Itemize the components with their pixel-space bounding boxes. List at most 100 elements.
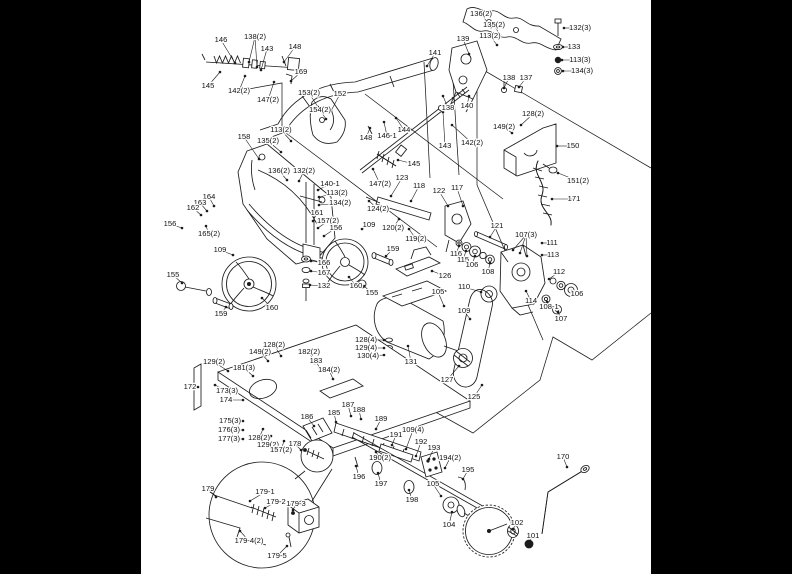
leader-dot: [248, 499, 252, 503]
plate-193: [420, 451, 443, 478]
leader-dot: [461, 204, 465, 208]
rod-121: [474, 231, 508, 250]
leader-line: [347, 404, 352, 417]
leader-line: [518, 77, 527, 88]
leader-dot: [269, 434, 273, 438]
leader-dot: [282, 60, 286, 64]
part-label: 111: [546, 238, 558, 247]
part-label: 125: [468, 392, 481, 401]
leader-dot: [407, 488, 411, 492]
part-label: 161: [311, 208, 324, 217]
part-label: 132: [318, 281, 331, 290]
part-label: 148: [360, 133, 373, 142]
leader-line: [367, 354, 385, 357]
part-label: 102: [511, 518, 524, 527]
pulley-127: [453, 348, 473, 368]
leader-dot: [309, 269, 313, 273]
leader-dot: [468, 317, 472, 321]
part-label: 129(2): [257, 440, 279, 449]
leader-dot: [289, 139, 293, 143]
leader-dot: [331, 377, 335, 381]
part-label: 113(2): [479, 31, 501, 40]
part-label: 142(2): [228, 86, 250, 95]
leader-line: [557, 172, 579, 182]
bracket-139: [448, 40, 488, 113]
leader-dot: [226, 369, 230, 373]
leader-dot: [317, 195, 321, 199]
leader-dot: [518, 251, 522, 255]
leader-dot: [441, 110, 445, 114]
nut-101: [524, 539, 534, 549]
part-label: 186: [301, 412, 314, 421]
part-label: 129(2): [203, 357, 225, 366]
guard-rod-170: [541, 464, 590, 535]
part-label: 120(2): [382, 223, 404, 232]
leader-line: [446, 365, 460, 381]
leader-line: [466, 95, 470, 107]
part-label: 107: [555, 314, 568, 323]
leader-dot: [525, 254, 529, 258]
part-label: 143: [261, 44, 274, 53]
leader-dot: [354, 464, 358, 468]
leader-line: [254, 36, 258, 68]
part-label: 105: [427, 479, 440, 488]
part-label: 165(2): [198, 229, 220, 238]
part-label: 177(3): [218, 434, 240, 443]
boundary-lines: [231, 61, 652, 434]
part-label: 197: [375, 479, 388, 488]
leader-line: [267, 140, 282, 153]
leader-dot: [489, 25, 493, 29]
part-label: 113(2): [326, 188, 348, 197]
bolt-132-3-icon: [554, 18, 562, 36]
leader-dot: [205, 209, 209, 213]
leader-dot: [562, 26, 566, 30]
part-label: 124(2): [367, 204, 389, 213]
part-label: 133: [568, 42, 581, 51]
leader-line: [493, 24, 501, 36]
leader-line: [442, 95, 449, 109]
leader-line: [432, 483, 442, 497]
part-label: 149(2): [249, 347, 271, 356]
leader-line: [348, 276, 357, 287]
part-label: 122: [433, 186, 446, 195]
leader-dot: [297, 179, 301, 183]
leader-dot: [414, 454, 418, 458]
part-label: 145: [408, 159, 421, 168]
part-label: 147(2): [257, 95, 279, 104]
part-label: 131: [405, 357, 418, 366]
part-label: 150: [567, 141, 580, 150]
leader-line: [259, 351, 269, 362]
leader-dot: [382, 338, 386, 342]
part-label: 136(2): [268, 166, 290, 175]
part-label: 140: [461, 101, 474, 110]
leader-line: [444, 457, 451, 469]
leader-line: [298, 170, 305, 182]
leader-dot: [397, 217, 401, 221]
leader-dot: [384, 254, 388, 258]
part-label: 101: [527, 531, 540, 540]
leader-line: [358, 409, 362, 420]
leader-line: [323, 227, 337, 237]
leader-dot: [272, 80, 276, 84]
part-label: 148: [289, 42, 302, 51]
leader-dot: [316, 188, 320, 192]
leader-dot: [555, 144, 559, 148]
part-label: 109: [458, 306, 471, 315]
part-label: 156: [330, 223, 343, 232]
ring-197: [371, 461, 383, 475]
leader-dot: [312, 424, 316, 428]
leader-dot: [285, 178, 289, 182]
part-label: 181(3): [233, 363, 255, 372]
part-label: 132(3): [569, 23, 591, 32]
leader-line: [480, 13, 492, 28]
part-label: 173(3): [216, 386, 238, 395]
arm-141: [259, 57, 439, 140]
part-label: 110: [458, 282, 470, 291]
leader-line: [260, 48, 268, 71]
part-label: 196: [353, 472, 366, 481]
leader-dot: [502, 86, 506, 90]
leader-dot: [266, 359, 270, 363]
leader-dot: [409, 199, 413, 203]
clip-195: [457, 476, 466, 491]
